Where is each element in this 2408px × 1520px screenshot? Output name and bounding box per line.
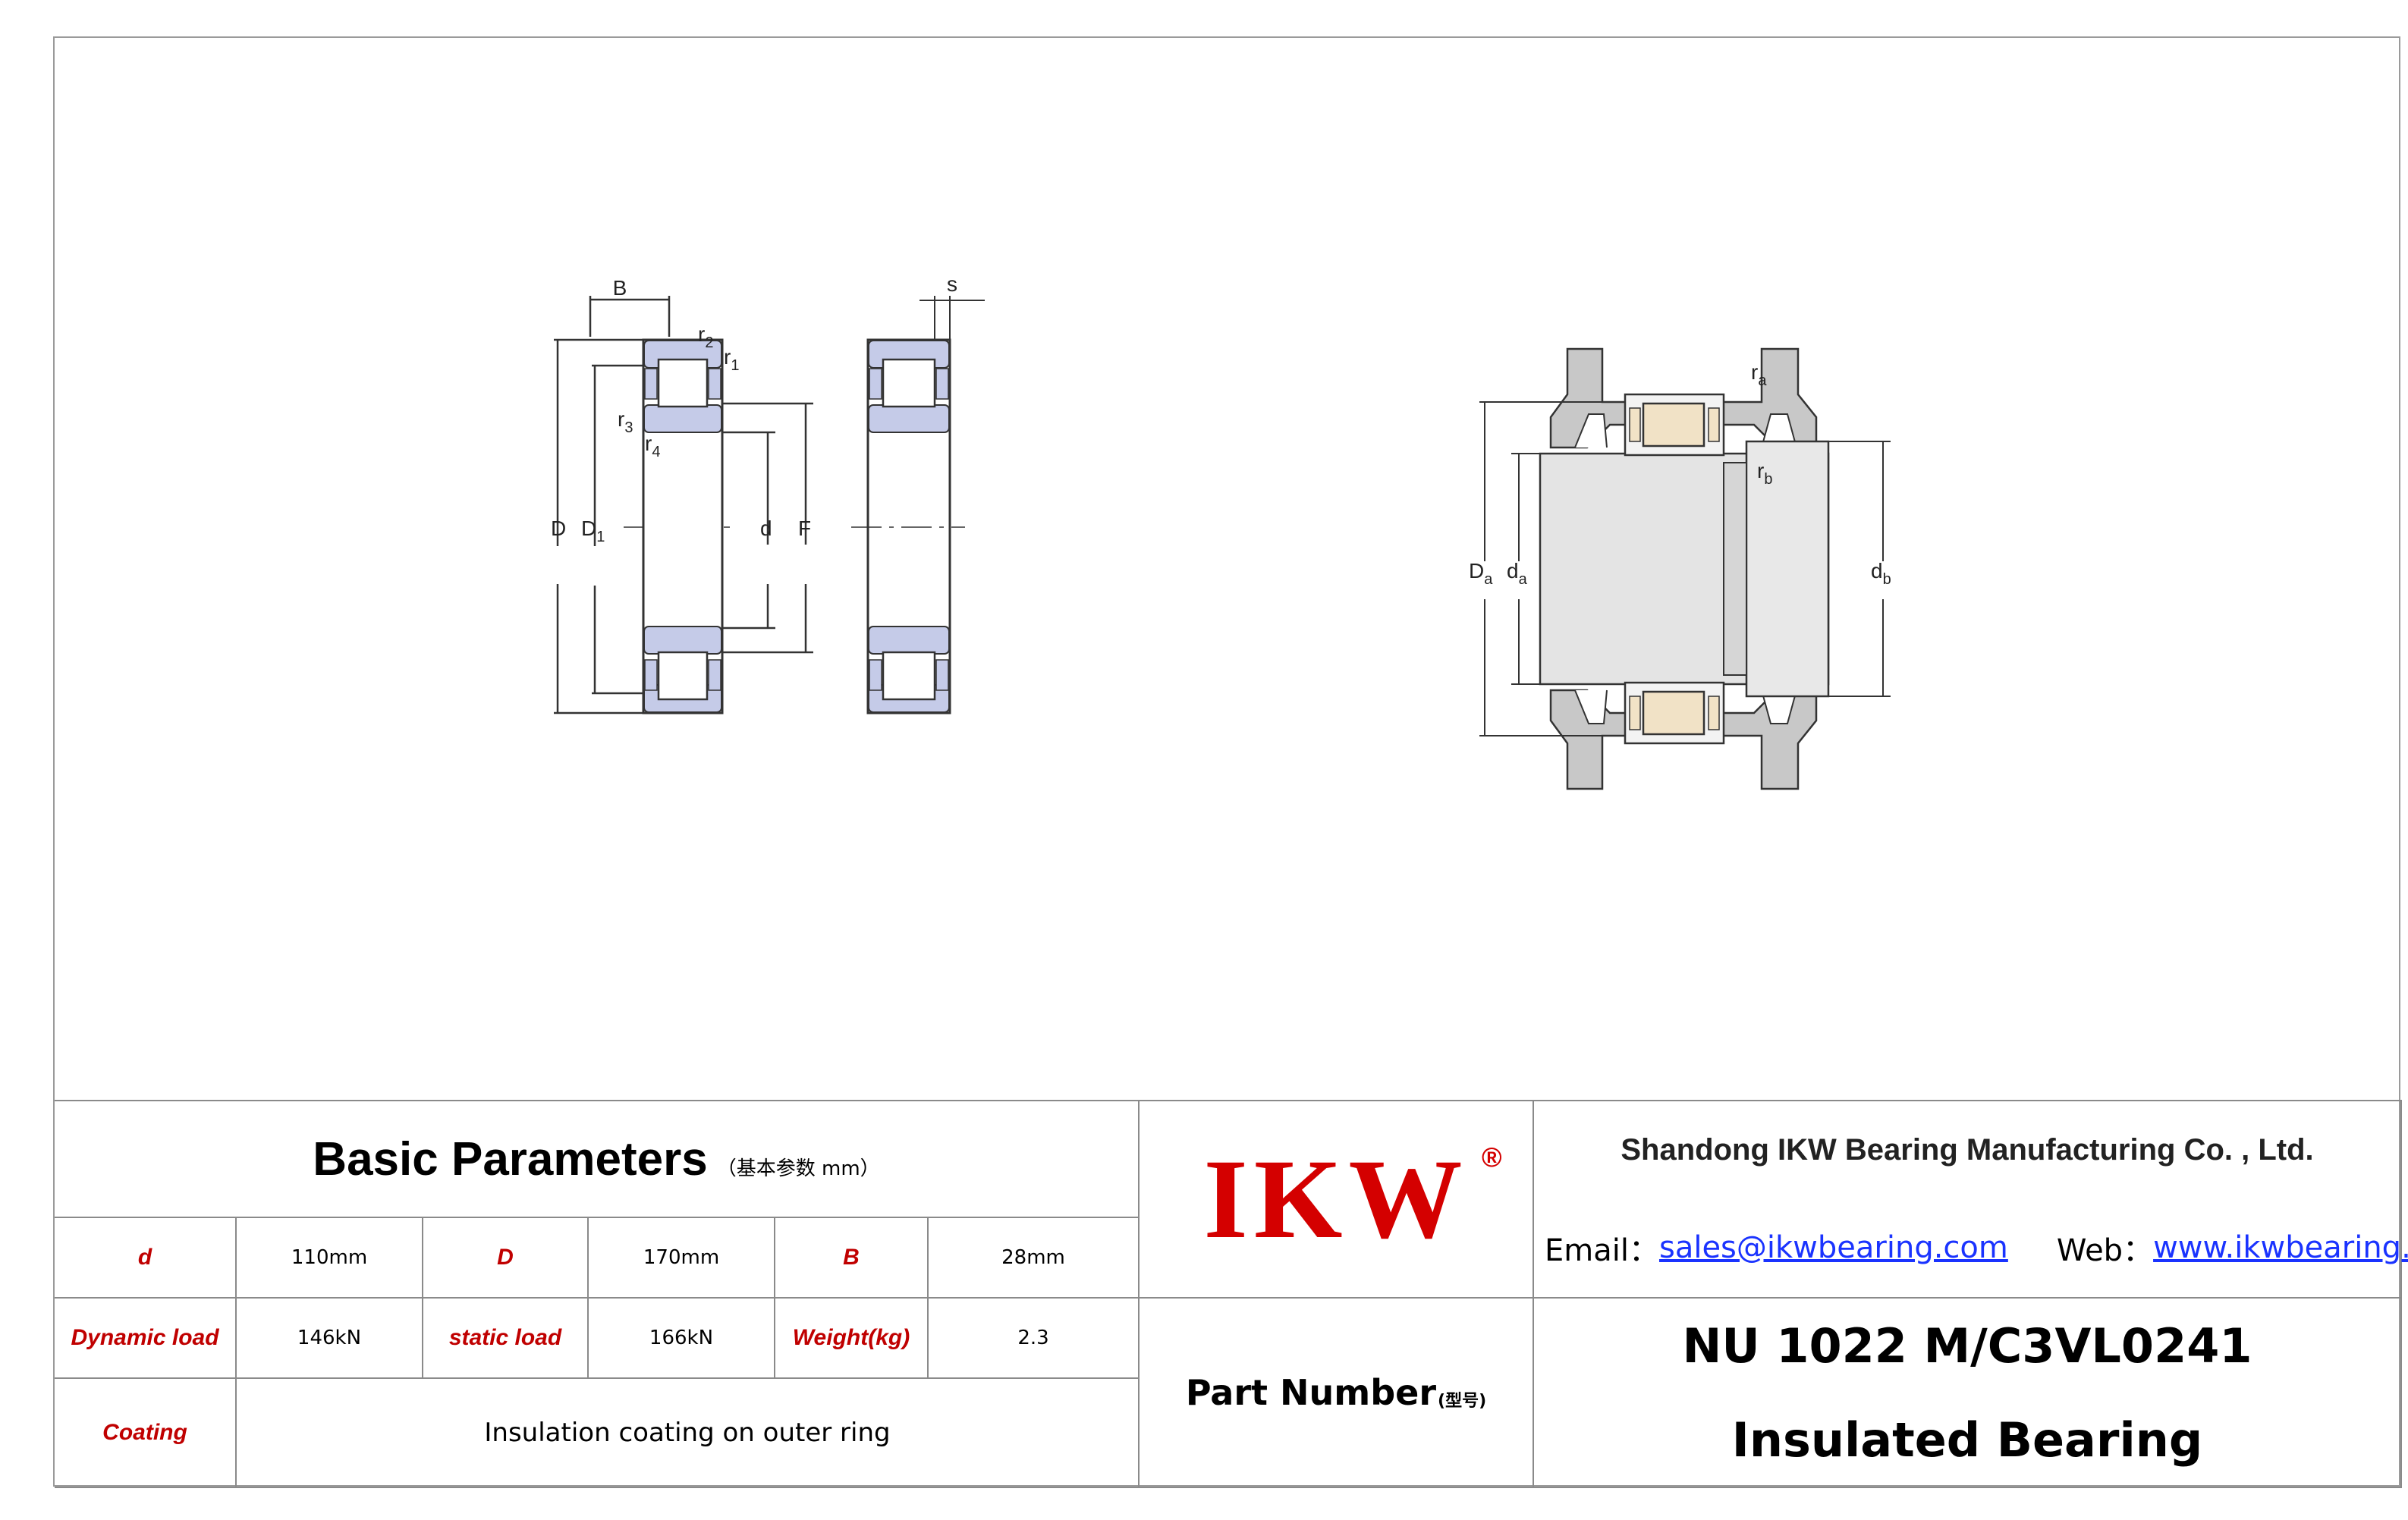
- email-link[interactable]: sales@ikwbearing.com: [1658, 1230, 2008, 1265]
- basic-parameters-header: Basic Parameters （基本参数 mm）: [55, 1101, 1140, 1218]
- label-Da: Da: [1469, 559, 1493, 588]
- mounting-view: [1479, 347, 1891, 790]
- drawing-sheet: B r2 r1 r3 r4 D D1 d F: [53, 36, 2408, 1488]
- drawing-area: B r2 r1 r3 r4 D D1 d F: [55, 38, 2402, 1100]
- param-value-D: 170mm: [589, 1218, 775, 1299]
- param-label-weight: Weight(kg): [775, 1299, 929, 1379]
- part-number-value-cell: NU 1022 M/C3VL0241: [1534, 1299, 2402, 1393]
- part-number-label-cell: Part Number (型号): [1140, 1299, 1534, 1488]
- param-label-D: D: [423, 1218, 589, 1299]
- technical-drawing: B r2 r1 r3 r4 D D1 d F: [551, 272, 1891, 790]
- label-rb: rb: [1757, 459, 1772, 488]
- param-value-B: 28mm: [929, 1218, 1140, 1299]
- label-r2: r2: [698, 322, 713, 351]
- param-label-d: d: [55, 1218, 237, 1299]
- label-D1: D1: [581, 517, 605, 545]
- label-db: db: [1871, 559, 1891, 588]
- param-label-coating: Coating: [55, 1379, 237, 1488]
- label-r3: r3: [618, 407, 633, 436]
- web-link[interactable]: www.ikwbearing.com: [2153, 1230, 2408, 1265]
- label-ra: ra: [1751, 360, 1767, 389]
- part-number-label-sub: (型号): [1438, 1392, 1487, 1411]
- part-number-label: Part Number: [1185, 1372, 1437, 1413]
- title-block: Basic Parameters （基本参数 mm） d 110mm D 170…: [55, 1100, 2408, 1488]
- bearing-cross-section: [554, 296, 813, 714]
- company-cell: Shandong IKW Bearing Manufacturing Co. ,…: [1534, 1101, 2402, 1198]
- logo-cell: IKW®: [1140, 1101, 1534, 1299]
- basic-parameters-subtitle: （基本参数 mm）: [716, 1157, 880, 1180]
- label-s: s: [947, 272, 957, 296]
- company-name: Shandong IKW Bearing Manufacturing Co. ,…: [1621, 1132, 2314, 1167]
- param-label-B: B: [775, 1218, 929, 1299]
- param-label-dynamic-load: Dynamic load: [55, 1299, 237, 1379]
- label-r1: r1: [724, 345, 739, 374]
- param-value-dynamic-load: 146kN: [237, 1299, 423, 1379]
- bearing-section-body: [642, 338, 724, 714]
- label-d: d: [760, 517, 772, 540]
- label-B: B: [613, 276, 627, 300]
- param-label-static-load: static load: [423, 1299, 589, 1379]
- param-value-static-load: 166kN: [589, 1299, 775, 1379]
- contact-cell: Email： sales@ikwbearing.com Web： www.ikw…: [1534, 1198, 2408, 1299]
- email-label: Email：: [1545, 1233, 1659, 1268]
- ikw-logo: IKW®: [1203, 1136, 1502, 1262]
- label-F: F: [798, 517, 811, 540]
- param-value-coating: Insulation coating on outer ring: [237, 1379, 1140, 1488]
- title-block-top-border: [55, 1100, 2402, 1101]
- param-value-d: 110mm: [237, 1218, 423, 1299]
- label-D: D: [551, 517, 566, 540]
- part-description-cell: Insulated Bearing: [1534, 1393, 2402, 1488]
- param-value-weight: 2.3: [929, 1299, 1140, 1379]
- web-label: Web：: [2056, 1233, 2154, 1268]
- registered-mark: ®: [1482, 1142, 1502, 1173]
- bearing-side-view: [851, 296, 985, 714]
- label-da: da: [1507, 559, 1528, 588]
- basic-parameters-title: Basic Parameters: [313, 1132, 708, 1186]
- part-number-value: NU 1022 M/C3VL0241: [1682, 1318, 2252, 1374]
- label-r4: r4: [645, 432, 660, 460]
- part-description: Insulated Bearing: [1731, 1412, 2203, 1468]
